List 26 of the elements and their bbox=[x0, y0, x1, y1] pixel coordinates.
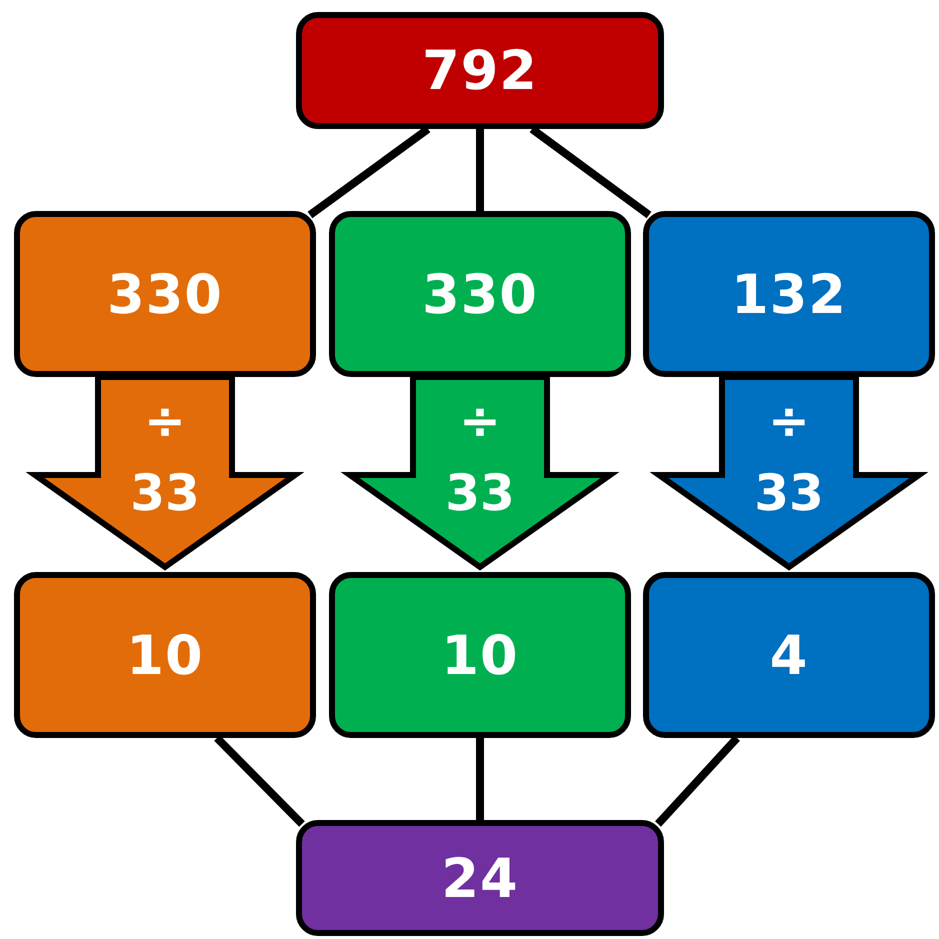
number-text: 132 bbox=[731, 262, 847, 326]
number-text: 792 bbox=[422, 39, 538, 102]
number-text: 10 bbox=[126, 624, 204, 686]
number-text: 24 bbox=[441, 846, 519, 910]
connector-line bbox=[476, 738, 484, 820]
number-box bbox=[643, 211, 935, 377]
edge-label: ÷ 33 bbox=[753, 391, 825, 524]
block-arrow bbox=[650, 374, 928, 571]
number-box bbox=[643, 572, 935, 738]
number-box bbox=[329, 211, 631, 377]
number-box bbox=[14, 211, 316, 377]
block-arrow bbox=[26, 374, 304, 571]
number-text: 330 bbox=[422, 262, 538, 326]
number-box bbox=[14, 572, 316, 738]
number-box bbox=[296, 12, 664, 129]
edge-label: ÷ 33 bbox=[129, 391, 201, 524]
block-arrow bbox=[340, 374, 620, 571]
number-box bbox=[329, 572, 631, 738]
number-text: 330 bbox=[107, 262, 223, 326]
number-box bbox=[296, 820, 664, 936]
connector-line bbox=[214, 735, 305, 827]
edge-label: ÷ 33 bbox=[444, 391, 516, 524]
number-text: 4 bbox=[770, 624, 808, 686]
connector-line bbox=[476, 129, 484, 211]
connector-line bbox=[655, 735, 740, 827]
number-text: 10 bbox=[441, 624, 519, 686]
